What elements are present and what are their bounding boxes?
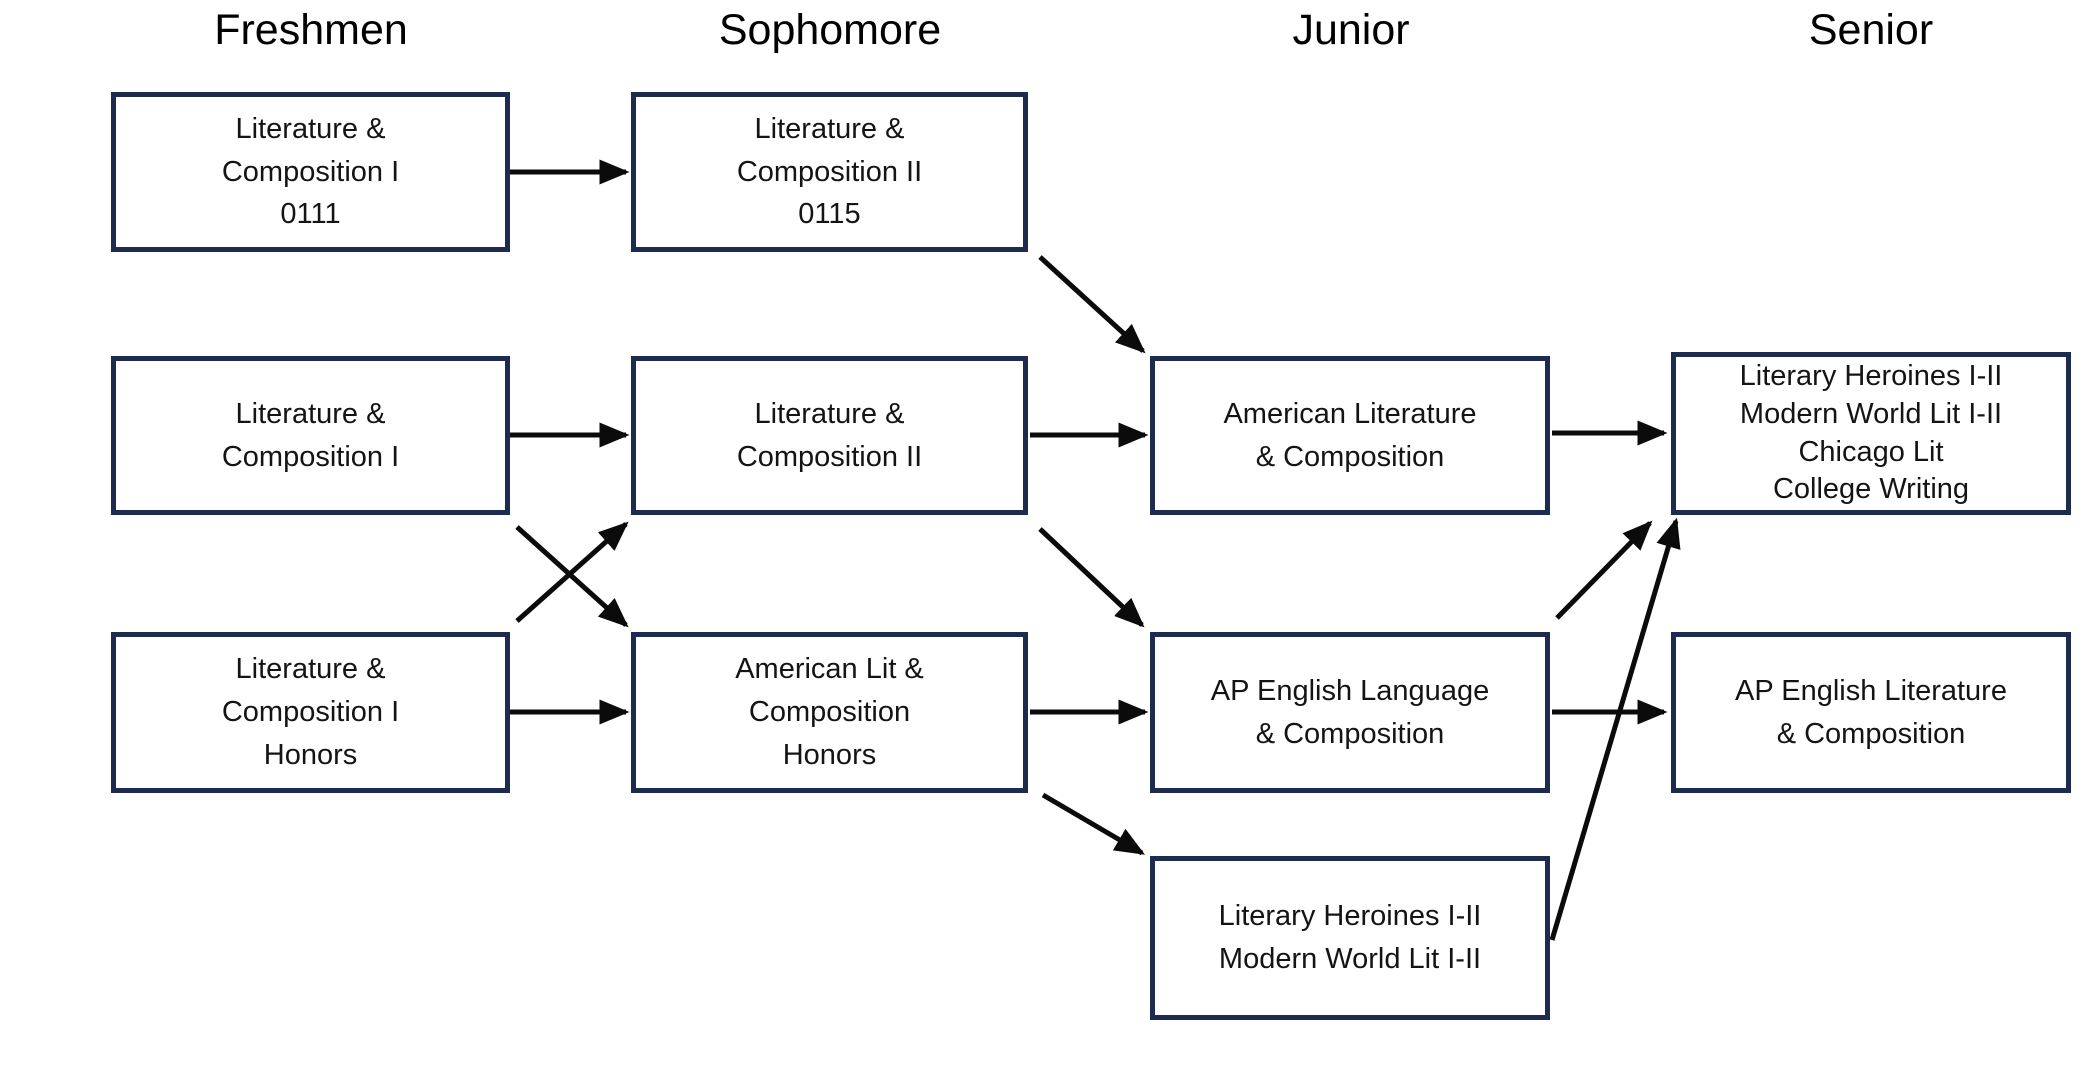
node-label-line: Composition I [221, 696, 400, 729]
node-lit-comp-1-0111: Literature & Composition I 0111 [111, 92, 510, 252]
node-label-line: 0111 [280, 198, 341, 231]
node-label-line: Composition I [221, 440, 400, 473]
arrow-lit-comp-2-0115-to-american-lit-comp [1038, 255, 1146, 354]
node-label-line: Literature & [754, 112, 905, 145]
node-label-line: Honors [263, 738, 358, 771]
node-label-line: Literature & [235, 653, 386, 686]
node-label-line: & Composition [1255, 717, 1445, 750]
node-label-line: Composition [748, 696, 911, 729]
node-label-line: AP English Literature [1735, 674, 2007, 707]
arrow-lit-comp-1-to-american-lit-honors [515, 525, 629, 628]
column-header-freshmen: Freshmen [214, 6, 408, 54]
node-label-line: American Literature [1223, 397, 1477, 430]
column-header-junior: Junior [1292, 6, 1410, 54]
node-lit-comp-2: Literature & Composition II [631, 356, 1028, 515]
node-lit-comp-2-0115: Literature & Composition II 0115 [631, 92, 1028, 252]
node-ap-english-literature: AP English Literature & Composition [1671, 632, 2071, 793]
node-label-line: AP English Language [1210, 674, 1490, 707]
node-label-line: Literary Heroines I-II [1218, 900, 1482, 933]
arrow-ap-english-language-to-senior-electives [1555, 520, 1653, 620]
node-label: Literary Heroines I-II Modern World Lit I… [1740, 358, 2003, 509]
node-label-line: Chicago Lit [1798, 435, 1944, 468]
node-lit-comp-1-honors: Literature & Composition I Honors [111, 632, 510, 793]
node-label-line: Composition I [221, 155, 400, 188]
column-header-senior: Senior [1808, 6, 1934, 54]
node-label-line: & Composition [1776, 717, 1966, 750]
arrow-lit-comp-2-to-ap-english-language [1038, 527, 1145, 628]
column-header-sophomore: Sophomore [718, 6, 942, 54]
node-label-line: Literary Heroines I-II [1739, 360, 2003, 393]
node-american-lit-comp: American Literature & Composition [1150, 356, 1550, 515]
node-label-line: Literature & [235, 397, 386, 430]
node-label-line: Modern World Lit I-II [1739, 397, 2003, 430]
node-junior-electives: Literary Heroines I-II Modern World Lit I… [1150, 856, 1550, 1020]
node-label: Literature & Composition I 0111 [222, 108, 399, 237]
arrow-lit-comp-1-honors-to-lit-comp-2 [515, 521, 629, 623]
node-label: Literature & Composition I [222, 393, 399, 479]
node-label-line: College Writing [1772, 473, 1970, 506]
node-label: AP English Language & Composition [1211, 670, 1489, 756]
node-label: Literature & Composition II 0115 [737, 108, 922, 237]
node-label: American Literature & Composition [1223, 393, 1476, 479]
node-label-line: Composition II [736, 155, 923, 188]
node-ap-english-language: AP English Language & Composition [1150, 632, 1550, 793]
node-label-line: Literature & [235, 112, 386, 145]
node-label: AP English Literature & Composition [1735, 670, 2007, 756]
node-label: Literary Heroines I-II Modern World Lit I… [1219, 895, 1482, 981]
node-label-line: Literature & [754, 397, 905, 430]
node-lit-comp-1: Literature & Composition I [111, 356, 510, 515]
node-label-line: Honors [782, 738, 877, 771]
node-label-line: 0115 [798, 198, 861, 231]
arrow-american-lit-honors-to-junior-electives [1041, 792, 1146, 856]
node-label-line: Modern World Lit I-II [1218, 943, 1482, 975]
node-label: Literature & Composition II [737, 393, 922, 479]
node-label-line: & Composition [1255, 440, 1445, 473]
node-label-line: American Lit & [735, 653, 924, 686]
node-senior-electives: Literary Heroines I-II Modern World Lit I… [1671, 352, 2071, 515]
arrow-junior-electives-to-senior-electives [1549, 517, 1681, 941]
node-label-line: Composition II [736, 440, 923, 473]
node-label: Literature & Composition I Honors [222, 648, 399, 777]
